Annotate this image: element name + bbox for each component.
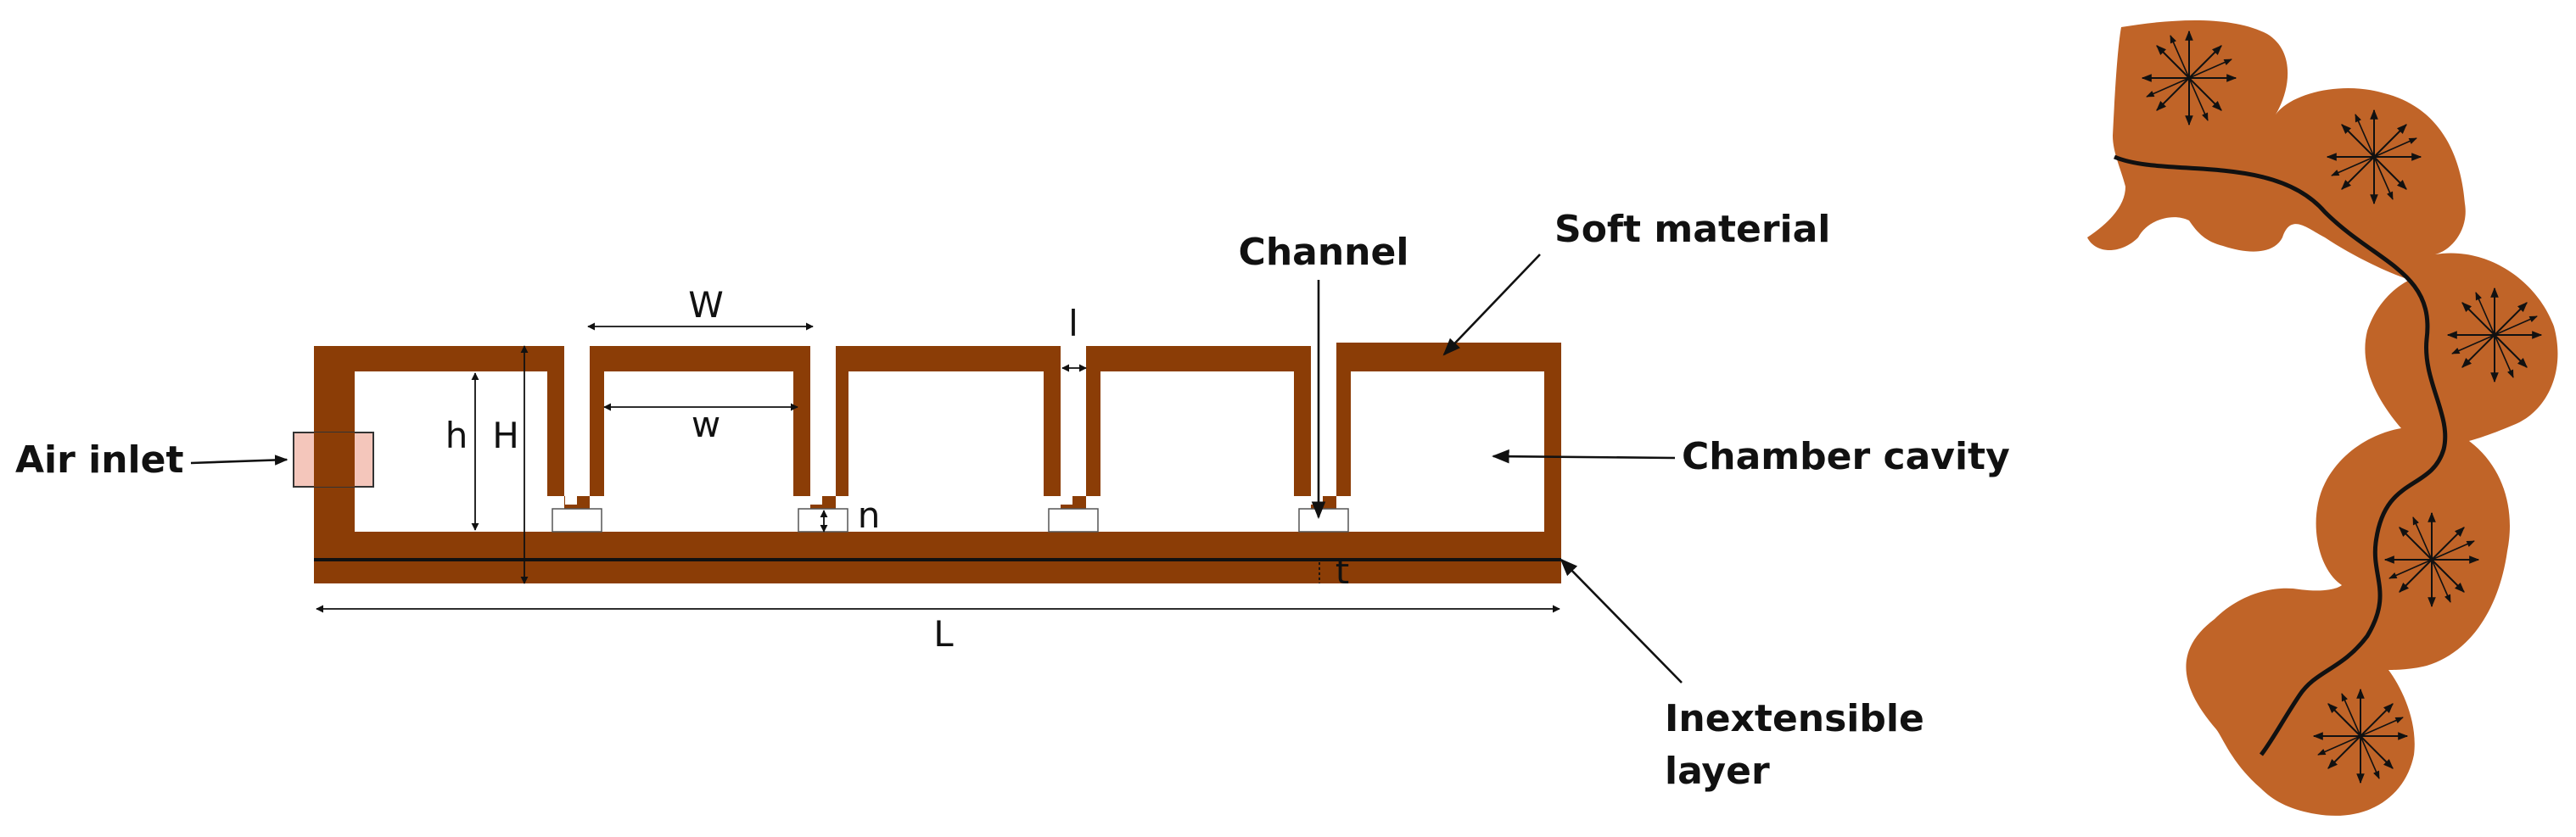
dim-t: t [1336, 550, 1349, 592]
dim-n: n [858, 494, 881, 536]
actuator-cross-section [293, 343, 1561, 583]
bent-actuator [2087, 20, 2558, 816]
label-inextensible-layer-1: Inextensible [1665, 697, 1924, 740]
dim-h: h [445, 415, 468, 456]
soft-material-body [314, 343, 1561, 583]
dim-H: H [492, 415, 519, 456]
label-channel: Channel [1239, 231, 1409, 274]
dim-w: w [692, 404, 720, 445]
dim-l: l [1068, 303, 1078, 344]
bent-actuator-body [2087, 20, 2558, 816]
dimension-lines [316, 322, 1560, 613]
label-inextensible-layer-2: layer [1665, 750, 1770, 793]
channel-bases [552, 508, 1349, 533]
label-air-inlet: Air inlet [15, 438, 184, 482]
label-soft-material: Soft material [1554, 208, 1830, 251]
dim-L: L [933, 613, 954, 655]
label-chamber-cavity: Chamber cavity [1682, 435, 2010, 478]
dim-W: W [688, 284, 724, 326]
annotation-arrows [190, 254, 1683, 684]
bent-inextensible-layer [2114, 154, 2448, 756]
